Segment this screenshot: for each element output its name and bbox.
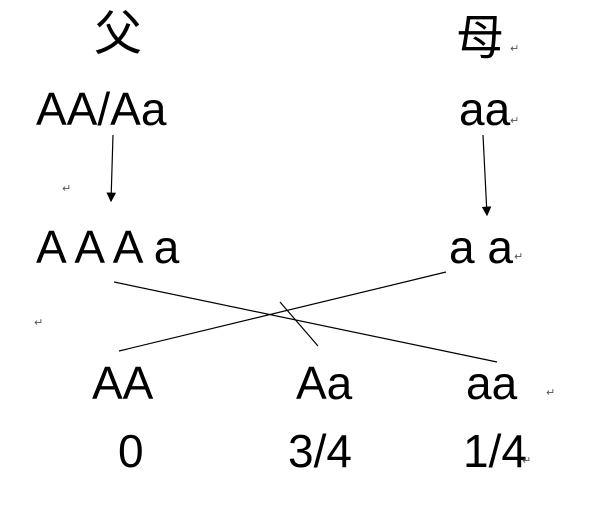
father-gametes: A A A a	[36, 221, 180, 273]
paragraph-mark: ↵	[62, 183, 72, 195]
offspring-genotype-AA: AA	[92, 357, 154, 409]
paragraph-mark: ↵	[522, 455, 532, 467]
offspring-genotype-aa: aa	[466, 357, 518, 409]
paragraph-mark: ↵	[514, 251, 524, 263]
paragraph-mark: ↵	[546, 387, 556, 399]
father-arrow	[106, 134, 117, 203]
cross-line-left-down	[113, 281, 498, 363]
cross-line-middle	[279, 301, 319, 347]
cross-line-right-down	[118, 271, 447, 352]
mother-gametes: a a	[449, 221, 513, 273]
mother-label: 母	[456, 10, 505, 66]
mother-genotype: aa	[459, 83, 511, 135]
offspring-ratio-Aa: 3/4	[288, 425, 352, 477]
offspring-ratio-AA: 0	[118, 425, 144, 477]
paragraph-mark: ↵	[34, 317, 44, 329]
paragraph-mark: ↵	[510, 115, 520, 127]
mother-arrow	[481, 134, 492, 217]
offspring-genotype-Aa: Aa	[296, 357, 353, 409]
father-label: 父	[94, 6, 143, 62]
father-genotype: AA/Aa	[36, 83, 167, 135]
offspring-ratio-aa: 1/4	[463, 425, 527, 477]
paragraph-mark: ↵	[510, 43, 520, 55]
